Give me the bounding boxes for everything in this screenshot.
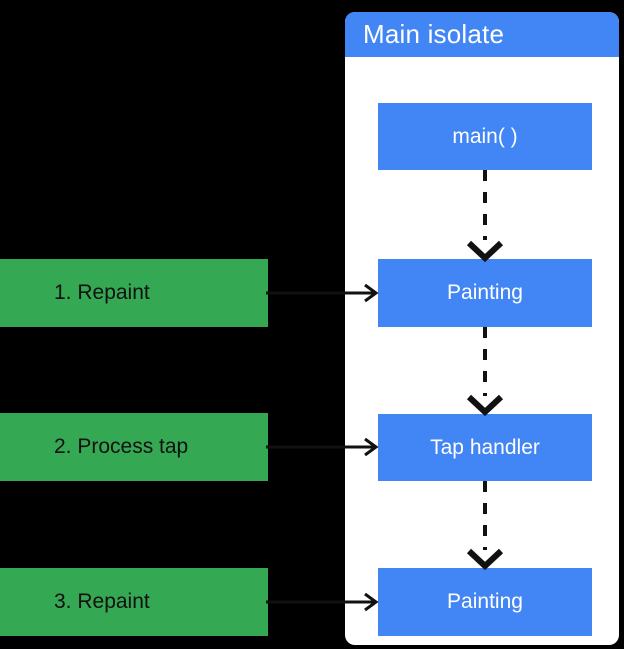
event-label-text: 1. Repaint <box>54 281 150 304</box>
node-main: main( ) <box>378 103 592 170</box>
main-isolate-panel: Main isolate main( ) Painting Tap handle… <box>345 12 619 645</box>
panel-title: Main isolate <box>363 19 505 49</box>
node-label: Painting <box>447 281 523 304</box>
node-label: Painting <box>447 590 523 613</box>
node-painting-2: Painting <box>378 568 592 636</box>
event-label-process-tap: 2. Process tap <box>0 413 268 481</box>
panel-header: Main isolate <box>345 12 619 57</box>
event-label-repaint-1: 1. Repaint <box>0 259 268 327</box>
node-label: main( ) <box>452 124 518 148</box>
node-tap-handler: Tap handler <box>378 414 592 481</box>
node-painting-1: Painting <box>378 259 592 327</box>
event-label-text: 2. Process tap <box>54 435 189 458</box>
node-label: Tap handler <box>430 435 540 459</box>
event-label-text: 3. Repaint <box>54 590 150 613</box>
event-label-repaint-2: 3. Repaint <box>0 568 268 636</box>
